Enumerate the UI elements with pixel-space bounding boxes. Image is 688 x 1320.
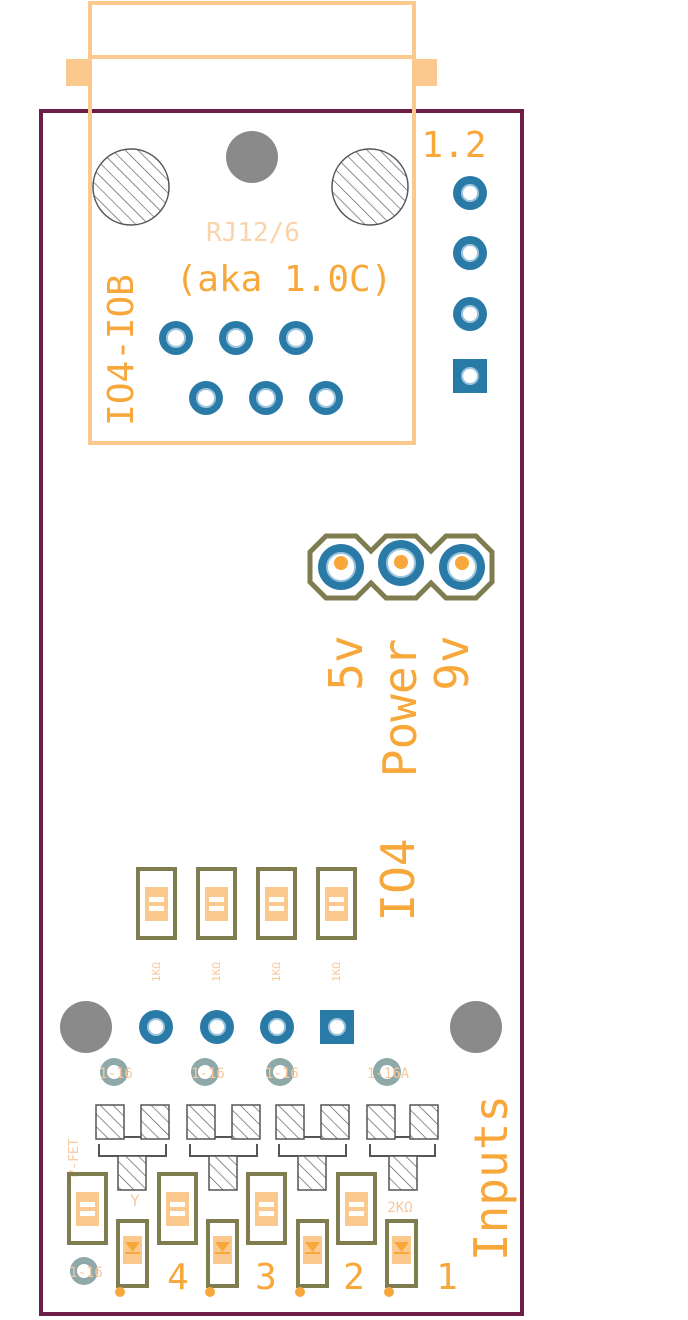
led [115,1219,149,1297]
rj12-plug-outline [88,1,416,59]
input-pin [200,1010,234,1044]
resistor-value: 1KΩ [210,962,223,982]
input-pin-square [320,1010,354,1044]
transistor [275,1104,350,1191]
aka-label: (aka 1.0C) [176,259,393,300]
header-pins [453,176,487,393]
board-outline [39,109,524,1316]
via-label: 1-16 [99,1066,133,1082]
rj12-pin [309,381,343,415]
led [295,1219,329,1297]
resistor-value: 1KΩ [270,962,283,982]
input-number: 3 [255,1257,277,1298]
power-title-label: Power [373,639,427,777]
transistor-blocks: P-FET Y 2KΩ [67,1104,439,1216]
power-pin-center [378,540,424,586]
resistor-2k-label: 2KΩ [387,1200,412,1216]
input-header [139,1010,354,1044]
header-pin [453,176,487,210]
led-resistors: 1KΩ 1KΩ 1KΩ 1KΩ [136,867,357,982]
rj12-center-hole [226,131,278,183]
via-label: 1-16A [367,1066,410,1082]
via-label: 1-16 [265,1066,299,1082]
input-number: 2 [343,1257,365,1298]
input-pin [260,1010,294,1044]
leds [115,1219,418,1297]
input-number: 4 [167,1257,189,1298]
via [266,1058,294,1086]
mounting-hole-right [450,1001,502,1053]
via [191,1058,219,1086]
transistor [186,1104,261,1191]
resistor [136,867,177,940]
input-number: 1 [436,1257,458,1298]
resistor [196,867,237,940]
resistor [67,1172,108,1245]
transistor [95,1104,170,1191]
rj12-mounting-hole-right [331,148,409,226]
inputs-label: Inputs [464,1095,518,1261]
via [100,1058,128,1086]
rj12-pin [159,321,193,355]
rj12-mounting-hole-left [92,148,170,226]
board-name-label: IO4-IOB [101,274,142,426]
io4-label: IO4 [371,838,425,921]
mounting-hole-left [60,1001,112,1053]
header-pin-square [453,359,487,393]
via [70,1257,98,1285]
led [384,1219,418,1297]
via [373,1058,401,1086]
via-label: 1-16 [69,1265,103,1281]
rj12-pin [279,321,313,355]
vias: 1-16 1-16 1-16 1-16A 1-16 [69,1058,410,1285]
rj12-pin [219,321,253,355]
power-pin-5v [318,544,364,590]
via-label: 1-16 [191,1066,225,1082]
fet-label: P-FET [67,1138,82,1177]
power-5v-label: 5v [319,635,373,690]
led [205,1219,239,1297]
rj12-pin [189,381,223,415]
input-resistors [67,1172,377,1245]
rj12-pins [159,321,343,415]
power-jumper-outline [307,533,495,601]
resistor [256,867,297,940]
input-pin [139,1010,173,1044]
resistor-value: 1KΩ [330,962,343,982]
resistor [336,1172,377,1245]
rj12-type-label: RJ12/6 [206,218,300,248]
header-pin [453,297,487,331]
header-pin [453,236,487,270]
transistor [366,1104,439,1191]
resistor [246,1172,287,1245]
resistor [316,867,357,940]
power-9v-label: 9v [425,635,479,690]
rj12-connector: RJ12/6 (aka 1.0C) IO4-IOB [66,1,437,445]
version-label: 1.2 [421,125,486,166]
resistor [157,1172,198,1245]
y-label: Y [130,1191,140,1210]
rj12-tab-left [66,59,91,86]
rj12-tab-right [412,59,437,86]
power-jumper [307,533,495,601]
rj12-body-outline [88,55,416,445]
resistor-value: 1KΩ [150,962,163,982]
power-pin-9v [439,544,485,590]
rj12-pin [249,381,283,415]
